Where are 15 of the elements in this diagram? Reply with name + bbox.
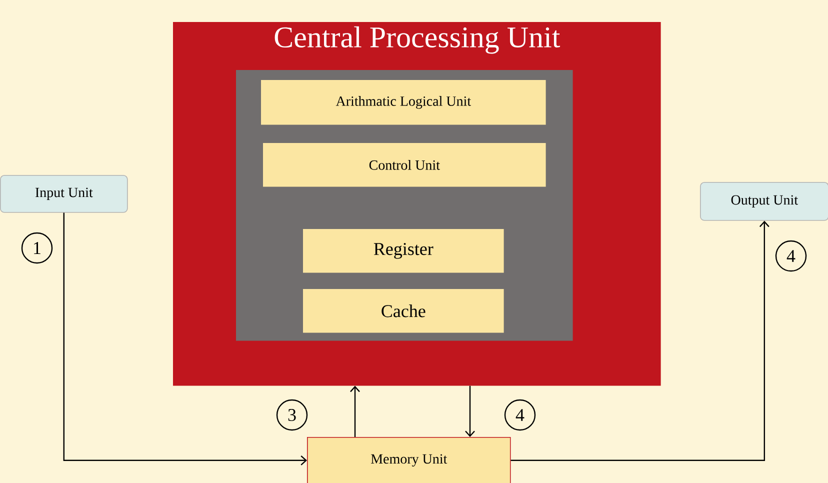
callout-number: 3 bbox=[276, 399, 308, 431]
unit-box: Arithmatic Logical Unit bbox=[261, 80, 546, 125]
callout-number: 4 bbox=[504, 399, 536, 431]
callout-number: 4 bbox=[775, 240, 807, 272]
unit-box: Cache bbox=[303, 289, 504, 333]
arrow bbox=[63, 212, 307, 466]
unit-box: Output Unit bbox=[700, 182, 828, 221]
arrow bbox=[350, 386, 360, 437]
arrow bbox=[465, 386, 475, 437]
unit-box: Memory Unit bbox=[307, 437, 511, 483]
unit-box: Register bbox=[303, 229, 504, 273]
unit-box: Input Unit bbox=[0, 175, 128, 213]
unit-box: Control Unit bbox=[263, 143, 546, 187]
arrow bbox=[510, 220, 770, 461]
callout-number: 1 bbox=[21, 232, 53, 264]
